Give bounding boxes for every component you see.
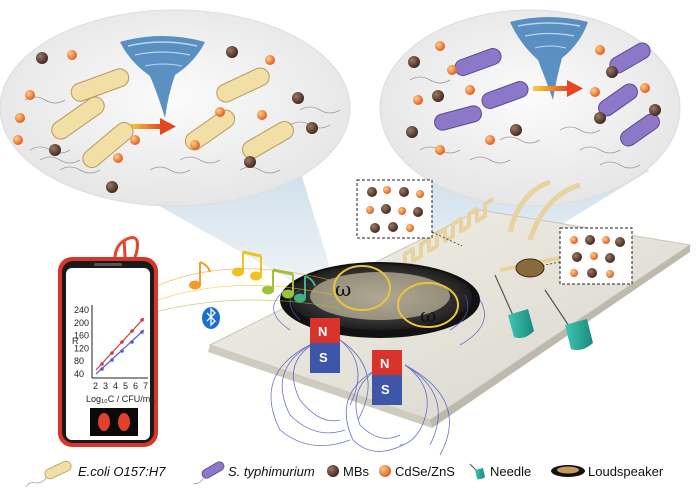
legend-mbs-label: MBs (343, 464, 370, 479)
flagella (24, 96, 341, 174)
vortex-ring-right (397, 282, 459, 328)
legend-ecoli-label: E.coli O157:H7 (78, 464, 166, 479)
phone-x-tick: 2 (93, 381, 98, 391)
phone-y-tick: 200 (74, 318, 89, 328)
zoom-box-upper (356, 179, 433, 239)
ecoli-bacterium (82, 122, 134, 168)
flagella (409, 76, 641, 169)
legend-needle-icon (469, 463, 485, 480)
needle-icon (544, 289, 593, 351)
phone-fluorescence-image (90, 408, 138, 436)
needle-icon (494, 274, 534, 339)
phone-y-tick: 80 (74, 356, 84, 366)
process-arrow (128, 118, 176, 135)
omega-left: ω (335, 277, 351, 301)
process-arrow (533, 80, 583, 97)
ecoli-bacterium (216, 67, 270, 103)
legend-cdse-label: CdSe/ZnS (395, 464, 455, 479)
legend-mb-icon (327, 465, 339, 477)
phone-y-tick: 160 (74, 331, 89, 341)
music-note-icon (294, 275, 316, 303)
ecoli-bacterium (51, 96, 105, 140)
legend-styph-label: S. typhimurium (228, 464, 315, 479)
phone-x-tick: 4 (113, 381, 118, 391)
phone-x-axis-label: Log₁₀C / CFU/mL (86, 394, 155, 404)
magnet-north-label: N (380, 356, 389, 371)
zoom-bubble-ecoli (0, 9, 351, 207)
phone-x-tick: 7 (143, 381, 148, 391)
omega-right: ω (420, 303, 436, 327)
styph-bacterium (620, 113, 660, 147)
vortex-ring-left (333, 265, 391, 311)
legend: E.coli O157:H7 S. typhimurium MBs CdSe/Z… (25, 460, 664, 488)
smartphone: R 240 200 160 120 80 40 2 3 4 5 6 7 Log₁… (58, 257, 158, 447)
music-note-icon (262, 268, 294, 299)
zoom-bubble-styph (379, 9, 681, 207)
ecoli-bacterium (70, 68, 130, 102)
magnet-south-label: S (319, 350, 328, 365)
vortex-icon (120, 36, 205, 118)
styph-bacterium (481, 81, 529, 109)
phone-x-tick: 3 (103, 381, 108, 391)
legend-loudspeaker-icon (551, 465, 585, 477)
music-note-icon (232, 250, 262, 281)
ecoli-bacterium (242, 121, 294, 159)
loudspeaker-small (515, 258, 545, 278)
styph-bacterium (434, 105, 482, 131)
legend-loudspeaker-label: Loudspeaker (588, 464, 664, 479)
phone-x-tick: 6 (133, 381, 138, 391)
bluetooth-icon (202, 307, 220, 329)
magnet-south-label: S (381, 382, 390, 397)
ecoli-bacterium (184, 109, 236, 151)
inlet-tube (507, 179, 551, 233)
particles-right (406, 41, 661, 155)
magnet-right: N S (372, 350, 402, 405)
legend-ecoli-icon (25, 460, 72, 488)
magnetic-field-lines (270, 289, 485, 456)
phone-calibration-chart: R 240 200 160 120 80 40 2 3 4 5 6 7 Log₁… (72, 305, 155, 404)
legend-needle-label: Needle (490, 464, 531, 479)
phone-x-tick: 5 (123, 381, 128, 391)
music-note-icon (189, 261, 211, 290)
zoom-box-right (559, 227, 633, 285)
phone-y-tick: 120 (74, 343, 89, 353)
magnet-north-label: N (318, 324, 327, 339)
vortex-icon (510, 17, 588, 100)
magnet-left: N S (310, 318, 340, 373)
loudspeaker-main: ω ω (280, 262, 480, 338)
phone-y-axis-label: R (72, 336, 79, 346)
legend-styph-icon (193, 461, 225, 485)
legend-cdse-icon (379, 465, 391, 477)
inlet-tube (527, 182, 581, 241)
particles-left (13, 46, 318, 193)
serpentine-channel (393, 197, 495, 274)
phone-y-tick: 240 (74, 305, 89, 315)
phone-y-tick: 40 (74, 369, 84, 379)
